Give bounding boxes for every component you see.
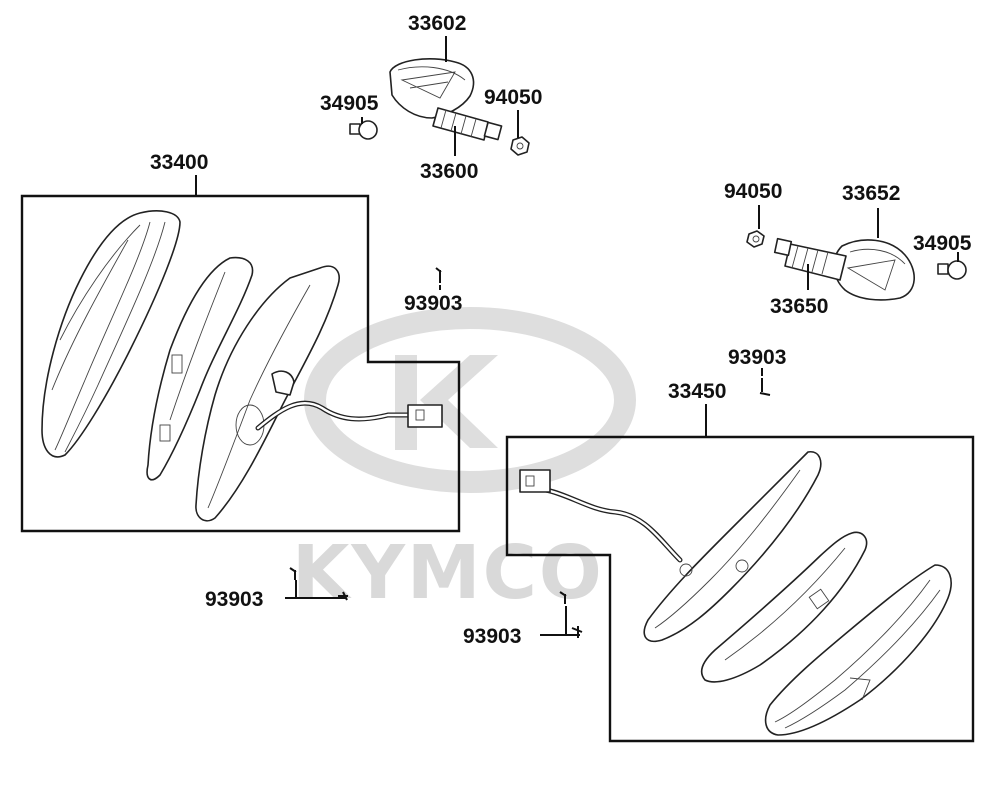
- screw-93903-b: [759, 378, 771, 396]
- label-93903-d: 93903: [463, 625, 521, 648]
- housing-33450: [519, 451, 822, 642]
- kymco-watermark-text: KYMCO: [292, 530, 604, 616]
- label-93903-a: 93903: [404, 292, 462, 315]
- signal-light-33650: [773, 237, 915, 301]
- label-34905-right: 34905: [913, 232, 972, 255]
- label-34905-top: 34905: [320, 92, 379, 115]
- reflector-33450: [700, 531, 868, 683]
- nut-94050-top: [510, 136, 530, 156]
- label-93903-b: 93903: [728, 346, 786, 369]
- label-33450: 33450: [668, 380, 726, 403]
- reflector-33400: [146, 256, 254, 481]
- bulb-34905-top: [349, 120, 378, 140]
- label-33650: 33650: [770, 295, 828, 318]
- assembly-box-33400: [20, 194, 461, 533]
- nut-94050-right: [746, 230, 765, 248]
- lens-33450: [764, 564, 952, 736]
- kymco-watermark-logo: KYMCO: [292, 307, 636, 616]
- assembly-box-33450: [505, 435, 975, 743]
- label-93903-c: 93903: [205, 588, 263, 611]
- screw-93903-a: [435, 267, 442, 283]
- housing-33400: [195, 265, 443, 522]
- label-33400: 33400: [150, 151, 208, 174]
- label-94050-top: 94050: [484, 86, 542, 109]
- leader-lines: [195, 36, 959, 636]
- label-33600: 33600: [420, 160, 478, 183]
- screw-93903-c: [289, 567, 348, 601]
- signal-light-33600: [389, 58, 503, 141]
- label-33652: 33652: [842, 182, 900, 205]
- label-94050-right: 94050: [724, 180, 782, 203]
- bulb-34905-right: [937, 260, 967, 280]
- label-33602: 33602: [408, 12, 466, 35]
- lens-33400: [41, 210, 181, 458]
